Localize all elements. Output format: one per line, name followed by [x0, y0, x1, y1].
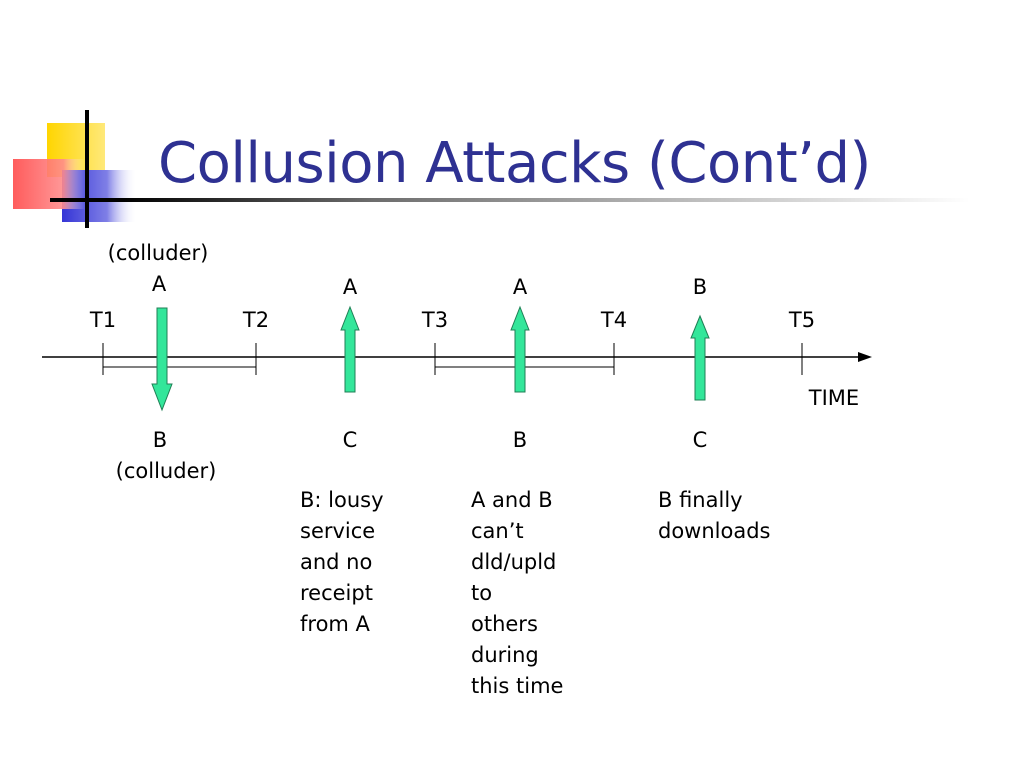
transfer-2-top-label: A: [342, 275, 358, 299]
transfer-4-bottom-label: C: [692, 428, 708, 452]
time-axis-arrowhead: [858, 352, 872, 362]
time-label-t5: T5: [788, 308, 816, 332]
slide-logo: [13, 110, 140, 228]
transfer-2-bottom-label: C: [342, 428, 358, 452]
note-line: can’t: [471, 519, 524, 543]
transfer-1-top-label: A: [151, 272, 167, 296]
transfer-1-bottom-label: B: [152, 428, 168, 452]
note-line: B: lousy: [300, 488, 384, 512]
time-label-t4: T4: [600, 308, 628, 332]
transfer-arrow-3: [510, 305, 530, 393]
note-line: others: [471, 612, 538, 636]
transfer-arrow-4: [690, 314, 710, 401]
note-line: dld/upld: [471, 550, 557, 574]
note-line: and no: [300, 550, 373, 574]
transfer-1-top-sublabel: (colluder): [107, 241, 209, 265]
note-line: to: [471, 581, 493, 605]
transfer-3-bottom-label: B: [512, 428, 528, 452]
time-axis-label: TIME: [808, 386, 860, 410]
transfer-4-top-label: B: [692, 275, 708, 299]
note-line: A and B: [471, 488, 553, 512]
time-label-t1: T1: [89, 308, 117, 332]
transfer-1-bottom-sublabel: (colluder): [115, 459, 217, 483]
note-line: from A: [300, 612, 370, 636]
transfer-arrow-1: [151, 307, 173, 412]
time-label-t3: T3: [421, 308, 449, 332]
time-label-t2: T2: [242, 308, 270, 332]
note-line: during: [471, 643, 539, 667]
slide-title: Collusion Attacks (Cont’d): [158, 131, 871, 196]
note-line: B finally: [658, 488, 743, 512]
transfer-arrow-2: [340, 305, 360, 393]
title-underline: [50, 198, 970, 202]
note-line: this time: [471, 674, 564, 698]
logo-vertical-bar: [85, 110, 89, 228]
transfer-3-top-label: A: [512, 275, 528, 299]
note-lousy-service: B: lousy service and no receipt from A: [300, 485, 450, 640]
note-cannot-transfer: A and B can’t dld/upld to others during …: [471, 485, 621, 702]
note-line: service: [300, 519, 376, 543]
note-line: receipt: [300, 581, 373, 605]
note-line: downloads: [658, 519, 771, 543]
note-finally-downloads: B finally downloads: [658, 485, 808, 547]
